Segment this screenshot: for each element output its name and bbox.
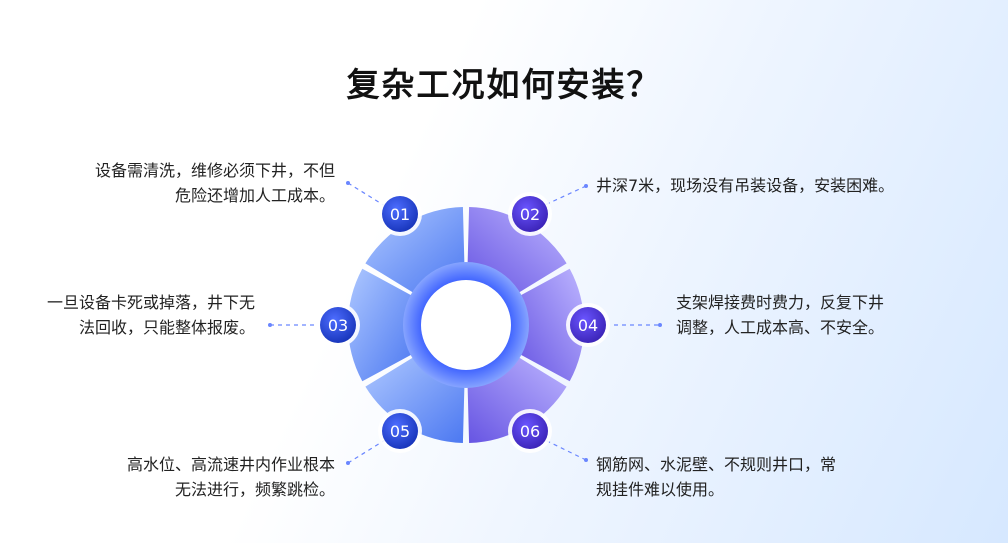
ring-segment-02 [467,207,567,294]
badge-label-03: 03 [328,316,348,335]
badge-label-05: 05 [390,422,410,441]
badge-04: 04 [566,303,610,347]
item-03-text: 一旦设备卡死或掉落，井下无法回收，只能整体报废。 [46,293,255,337]
badge-label-04: 04 [578,316,598,335]
item-05-text: 高水位、高流速井内作业根本无法进行，频繁跳检。 [126,455,335,499]
badge-05: 05 [378,409,422,453]
item-01-text: 设备需清洗，维修必须下井，不但危险还增加人工成本。 [94,161,335,205]
badge-01: 01 [378,192,422,236]
ring-segment-06 [467,356,567,443]
hub-center [421,280,511,370]
item-04-text: 支架焊接费时费力，反复下井调整，人工成本高、不安全。 [676,293,885,337]
ring-segment-01 [365,207,465,294]
badge-03: 03 [316,303,360,347]
badge-06: 06 [508,409,552,453]
ring-segment-05 [365,356,465,443]
page-title: 复杂工况如何安装？ [346,65,662,104]
ring-segment-04 [518,268,585,382]
item-06-text: 钢筋网、水泥壁、不规则井口，常规挂件难以使用。 [596,455,837,499]
badge-label-06: 06 [520,422,540,441]
badge-02: 02 [508,192,552,236]
ring-segment-03 [348,268,414,382]
badge-label-02: 02 [520,205,540,224]
item-02-text: 井深7米，现场没有吊装设备，安装困难。 [596,176,895,195]
badge-label-01: 01 [390,205,410,224]
